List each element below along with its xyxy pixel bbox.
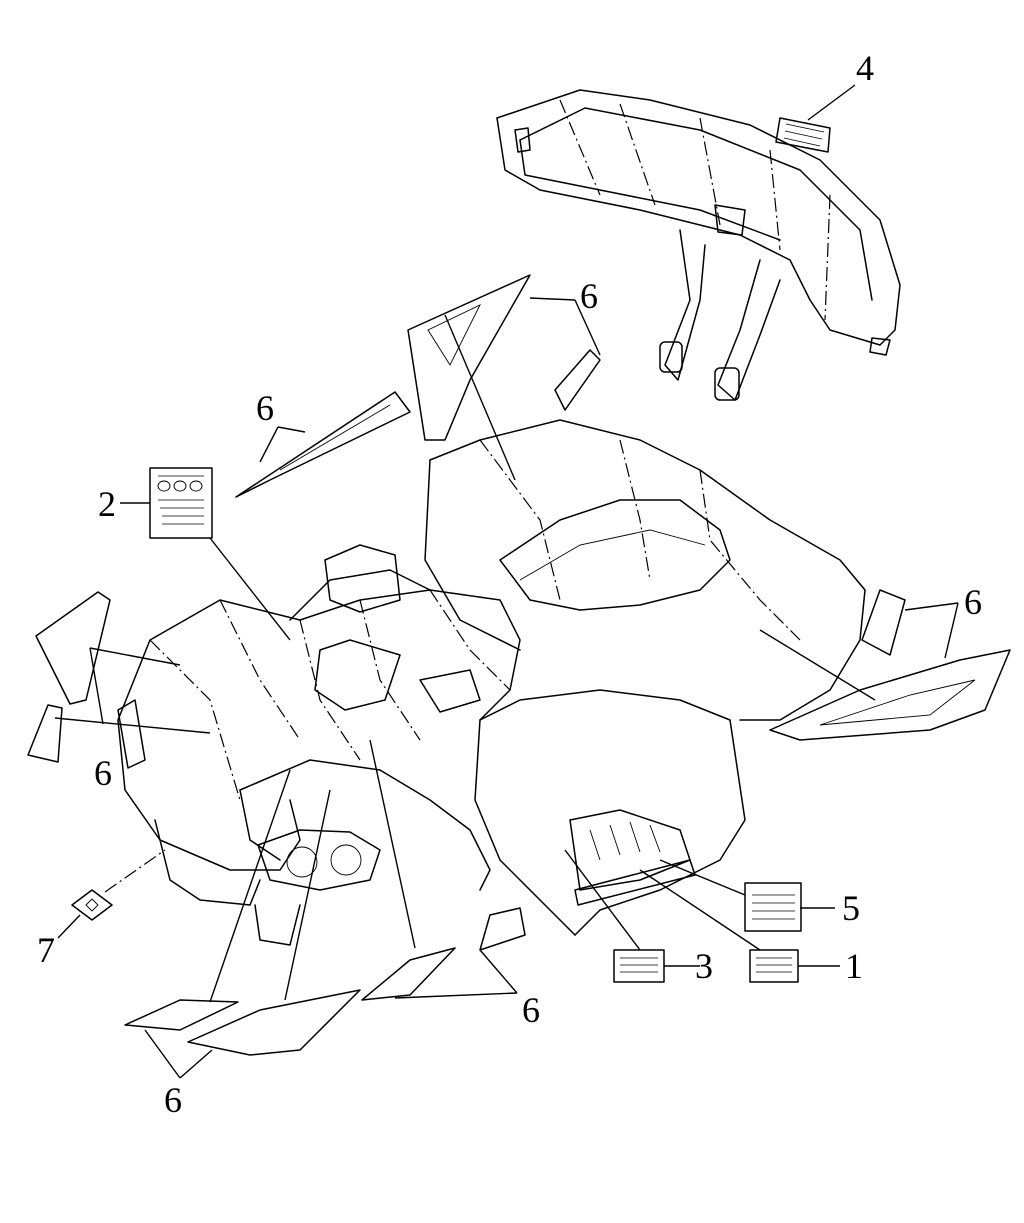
callouts: 4 6 6 2 6 6 5 7 3 1 6 6 <box>37 48 982 1120</box>
atv-body <box>117 419 866 946</box>
callout-6-bottom-center: 6 <box>522 990 540 1030</box>
label-2-warning-card <box>149 467 213 539</box>
leader-lines <box>54 84 959 1079</box>
callout-6-right: 6 <box>964 582 982 622</box>
callout-6-top: 6 <box>580 276 598 316</box>
callout-3: 3 <box>695 946 713 986</box>
label-5-info-card <box>744 882 802 932</box>
callout-4: 4 <box>856 48 874 88</box>
callout-5: 5 <box>842 888 860 928</box>
rear-rack <box>496 89 901 401</box>
label-7-small-decal <box>71 889 113 921</box>
callout-6-upper-left: 6 <box>256 388 274 428</box>
callout-7: 7 <box>37 930 55 970</box>
callout-6-bottom-left: 6 <box>164 1080 182 1120</box>
label-3-info-card <box>613 949 665 983</box>
callout-1: 1 <box>845 946 863 986</box>
callout-6-left: 6 <box>94 753 112 793</box>
label-1-info-card <box>749 949 799 983</box>
callout-2: 2 <box>98 484 116 524</box>
rack-decal <box>775 117 831 153</box>
